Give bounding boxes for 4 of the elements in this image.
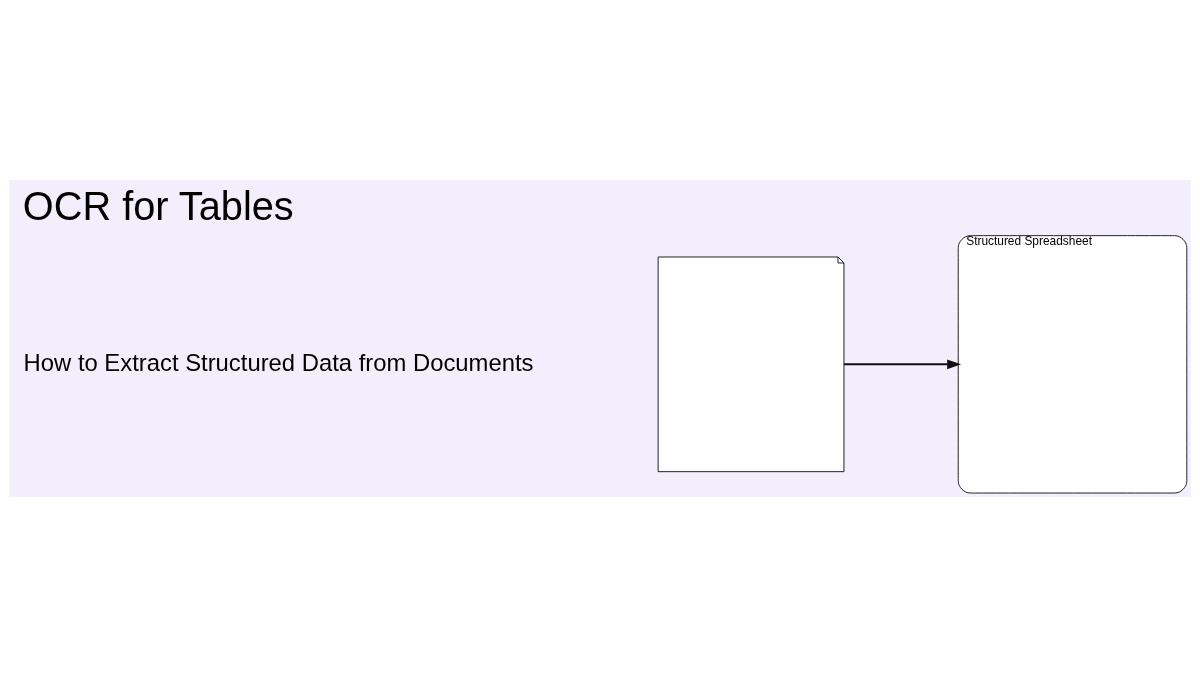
arrow — [843, 358, 962, 369]
label: How to Extract Structured Data from Documents — [23, 348, 534, 375]
diagram-title: OCR for Tables — [22, 183, 294, 228]
node-box: Structured Spreadsheet — [957, 234, 1188, 494]
